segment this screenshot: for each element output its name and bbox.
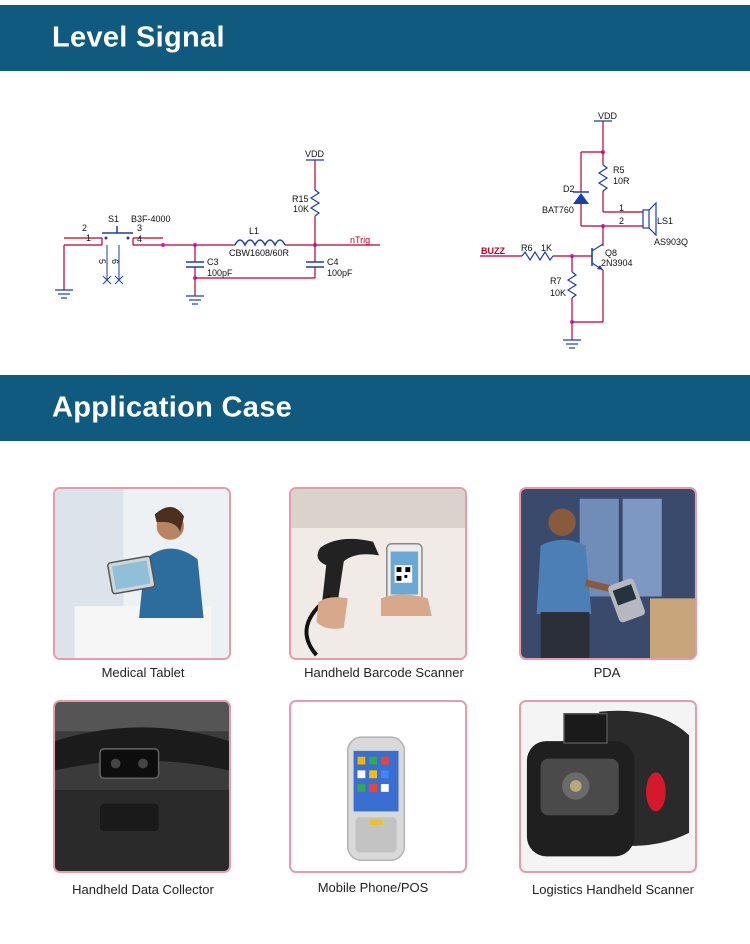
r5-ref: R5 — [613, 165, 625, 175]
level-signal-banner: Level Signal — [0, 5, 750, 71]
barcode-scanner-photo — [289, 487, 467, 660]
case-caption-logistics-scanner: Logistics Handheld Scanner — [532, 882, 694, 897]
c4-value: 100pF — [327, 268, 353, 278]
ntrig-net: nTrig — [350, 235, 370, 245]
c3-value: 100pF — [207, 268, 233, 278]
s1-pin3: 3 — [137, 223, 142, 233]
ls1-part: AS903Q — [654, 237, 688, 247]
left-vdd: VDD — [305, 149, 325, 159]
pda-photo — [519, 487, 697, 660]
q8-ref: Q8 — [605, 248, 617, 258]
case-caption-pda: PDA — [593, 665, 621, 680]
data-collector-photo — [53, 700, 231, 873]
right-vdd: VDD — [598, 111, 618, 121]
q8-part: 2N3904 — [601, 258, 633, 268]
left-circuit: 2 1 3 4 5 6 S1 B3F-4000 L1 CBW1608/60R C… — [55, 149, 380, 305]
c3-ref: C3 — [207, 257, 219, 267]
application-case-banner: Application Case — [0, 375, 750, 441]
ls1-ref: LS1 — [657, 216, 673, 226]
s1-part: B3F-4000 — [131, 214, 171, 224]
mobile-pos-photo — [289, 700, 467, 873]
s1-pin4: 4 — [137, 234, 142, 244]
l1-ref: L1 — [249, 226, 259, 236]
s1-pin1: 1 — [86, 233, 91, 243]
r6-value: 1K — [541, 243, 552, 253]
circuit-schematic: 2 1 3 4 5 6 S1 B3F-4000 L1 CBW1608/60R C… — [55, 111, 688, 349]
medical-tablet-photo — [53, 487, 231, 660]
s1-pin6: 6 — [110, 259, 120, 264]
l1-part: CBW1608/60R — [229, 248, 290, 258]
right-circuit: VDD R5 10R D2 BAT760 1 2 LS1 AS903Q Q8 2 — [480, 111, 688, 349]
s1-ref: S1 — [108, 214, 119, 224]
d2-ref: D2 — [563, 184, 575, 194]
r15-ref: R15 — [292, 194, 309, 204]
r5-value: 10R — [613, 176, 630, 186]
case-caption-mobile-pos: Mobile Phone/POS — [317, 880, 429, 895]
case-caption-medical-tablet: Medical Tablet — [101, 665, 185, 680]
level-signal-title: Level Signal — [52, 21, 225, 54]
s1-pin2: 2 — [82, 223, 87, 233]
r15-value: 10K — [293, 204, 309, 214]
logistics-scanner-photo — [519, 700, 697, 873]
c4-ref: C4 — [327, 257, 339, 267]
d2-part: BAT760 — [542, 205, 574, 215]
ls1-pin1: 1 — [619, 203, 624, 213]
buzz-net: BUZZ — [481, 246, 505, 256]
ls1-pin2: 2 — [619, 216, 624, 226]
r6-ref: R6 — [521, 243, 533, 253]
case-caption-data-collector: Handheld Data Collector — [72, 882, 214, 897]
r7-value: 10K — [550, 288, 566, 298]
application-case-title: Application Case — [52, 391, 293, 424]
case-caption-barcode-scanner: Handheld Barcode Scanner — [304, 665, 464, 680]
s1-pin5: 5 — [97, 259, 107, 264]
r7-ref: R7 — [550, 276, 562, 286]
